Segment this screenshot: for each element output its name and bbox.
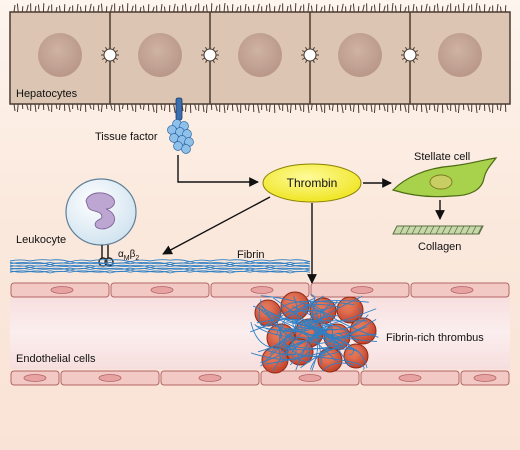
arrow-tissue-factor-to-thrombin <box>177 155 259 187</box>
collagen-fiber <box>392 225 484 235</box>
integrin-label: αMβ2 <box>118 249 139 262</box>
fibrin-rich-thrombus-label: Fibrin-rich thrombus <box>386 332 484 344</box>
hepatocyte-nucleus <box>138 33 182 77</box>
fibrin-label: Fibrin <box>237 249 265 261</box>
endothelial-cells-label: Endothelial cells <box>16 353 96 365</box>
arrow-thrombin-to-leukocyte <box>162 196 271 255</box>
thrombin-ellipse <box>262 163 362 203</box>
fibrin-layer <box>9 259 311 274</box>
hepatocyte-nucleus <box>338 33 382 77</box>
hepatocyte-nucleus <box>38 33 82 77</box>
hepatocyte-row <box>9 2 511 114</box>
leukocyte <box>65 178 137 267</box>
tissue-factor <box>167 97 194 154</box>
tissue-factor-label: Tissue factor <box>95 131 158 143</box>
thrombin-label: Thrombin <box>287 176 338 190</box>
hepatocyte-nucleus <box>438 33 482 77</box>
collagen-label: Collagen <box>418 241 461 253</box>
leukocyte-label: Leukocyte <box>16 234 66 246</box>
hepatocytes-label: Hepatocytes <box>16 88 78 100</box>
hepatocyte-nucleus <box>238 33 282 77</box>
stellate-cell <box>391 157 498 198</box>
fibrin-rich-thrombus <box>249 291 379 374</box>
stellate-cell-label: Stellate cell <box>414 151 470 163</box>
